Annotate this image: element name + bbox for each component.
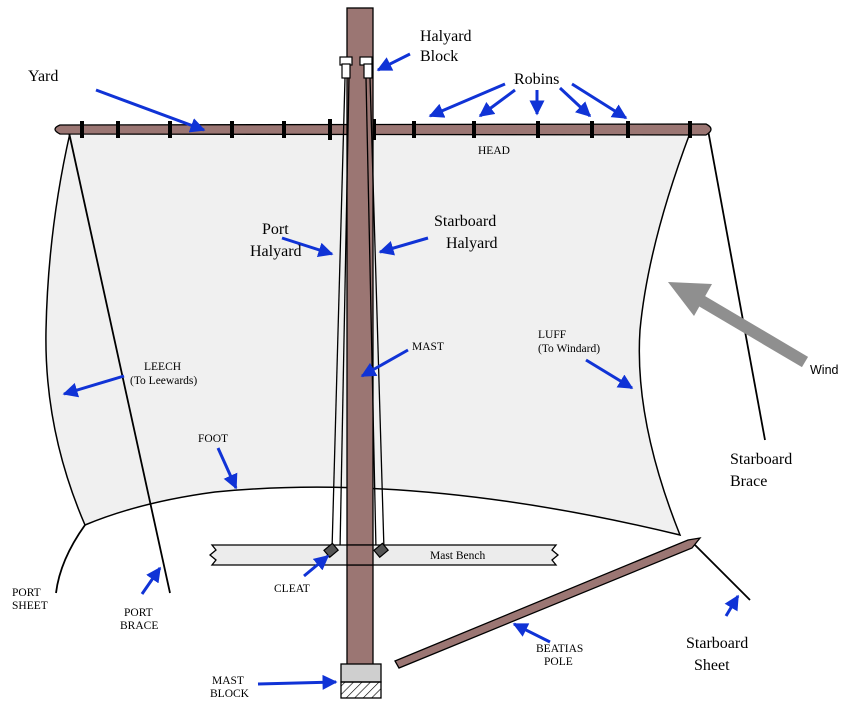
port-brace-line (67, 127, 171, 594)
label-beatias-pole-2: POLE (544, 656, 573, 668)
starboard-sheet-line (694, 544, 751, 601)
robins-pointer-5 (571, 82, 628, 120)
wind-arrow (668, 282, 809, 368)
foot-pointer (216, 447, 238, 490)
robins-pointer-4 (558, 86, 592, 118)
starboard-brace-line (707, 129, 766, 441)
mast (346, 7, 374, 669)
label-luff-1: LUFF (538, 329, 566, 341)
robins-pointer-1 (428, 82, 506, 118)
port-brace-pointer (140, 566, 162, 595)
yard-pointer (95, 88, 206, 133)
label-port-halyard-1: Port (262, 221, 289, 238)
port-halyard-pointer (281, 236, 334, 258)
pointer-arrows (62, 52, 740, 690)
cleat-pointer (303, 554, 330, 578)
label-port-halyard-2: Halyard (250, 243, 302, 260)
robins-pointer-2 (478, 88, 516, 118)
label-port-sheet-1: PORT (12, 587, 41, 599)
label-head: HEAD (478, 145, 510, 157)
mast-pointer (360, 348, 409, 378)
label-foot: FOOT (198, 433, 228, 445)
beatias-pole (394, 537, 702, 669)
label-yard: Yard (28, 68, 58, 85)
mast-bench (208, 544, 560, 566)
label-luff-2: (To Windard) (538, 343, 600, 355)
leech-pointer (62, 374, 125, 398)
port-sheet-line (55, 524, 86, 594)
label-starboard-sheet-2: Sheet (694, 657, 730, 674)
label-starboard-brace-2: Brace (730, 473, 767, 490)
label-robins: Robins (514, 71, 559, 88)
robins-ties (80, 119, 692, 140)
luff-pointer (585, 358, 634, 390)
mast-block (340, 663, 382, 699)
starboard-sheet-pointer (724, 594, 740, 617)
halyard-lines (331, 77, 385, 551)
label-starboard-halyard-1: Starboard (434, 213, 496, 230)
cleats (323, 542, 390, 559)
label-beatias-pole-1: BEATIAS (536, 643, 583, 655)
label-mast-bench: Mast Bench (430, 550, 486, 562)
label-halyard-block-2: Block (420, 48, 458, 65)
halyard-block (339, 56, 373, 79)
label-leech-2: (To Leewards) (130, 375, 197, 387)
beatias-pole-pointer (512, 622, 551, 644)
halyard-block-pointer (376, 52, 411, 72)
mast-block-pointer (257, 674, 338, 690)
label-starboard-brace-1: Starboard (730, 451, 792, 468)
yard (54, 123, 712, 136)
label-port-brace-1: PORT (124, 607, 153, 619)
label-halyard-block-1: Halyard (420, 28, 472, 45)
label-port-sheet-2: SHEET (12, 600, 48, 612)
label-mast-block-2: BLOCK (210, 688, 250, 700)
label-wind: Wind (810, 363, 839, 377)
label-starboard-sheet-1: Starboard (686, 635, 748, 652)
label-mast-block-1: MAST (212, 675, 244, 687)
label-leech-1: LEECH (144, 361, 181, 373)
mast-lower (346, 544, 374, 566)
label-port-brace-2: BRACE (120, 620, 158, 632)
label-starboard-halyard-2: Halyard (446, 235, 498, 252)
label-cleat: CLEAT (274, 583, 310, 595)
starboard-halyard-pointer (378, 236, 429, 256)
label-mast: MAST (412, 341, 444, 353)
